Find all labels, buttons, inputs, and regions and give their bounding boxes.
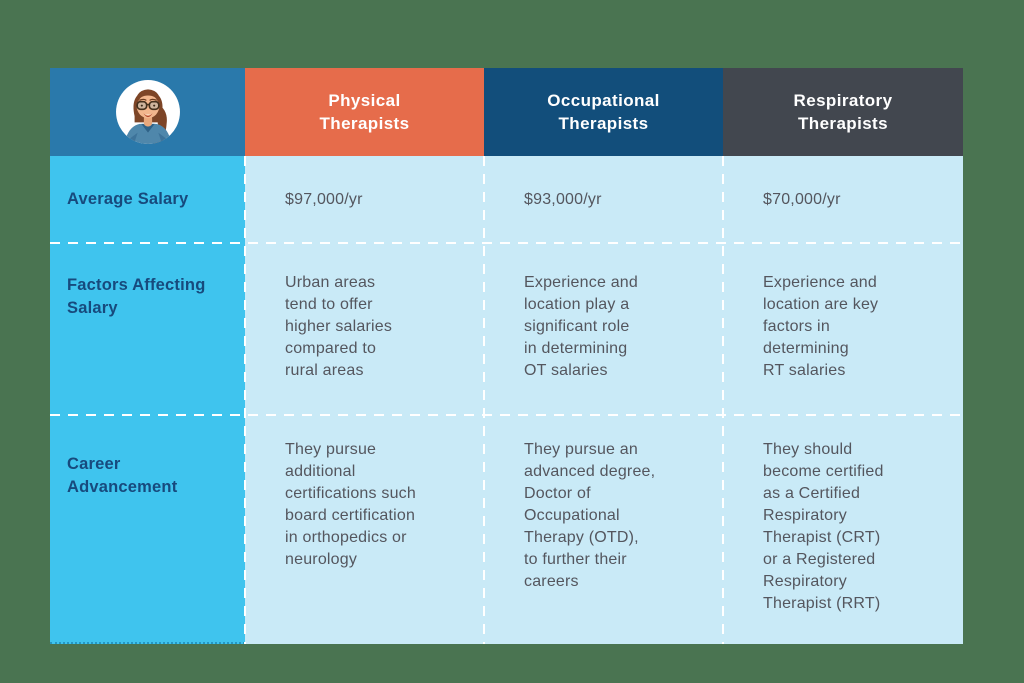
- cell-rt-factors: Experience and location are key factors …: [723, 243, 963, 415]
- cell-ot-factors: Experience and location play a significa…: [484, 243, 723, 415]
- avatar-header-cell: [50, 68, 245, 156]
- cell-rt-career-advancement: They should become certified as a Certif…: [723, 415, 963, 644]
- cell-pt-average-salary: $97,000/yr: [245, 156, 484, 243]
- cell-pt-factors: Urban areas tend to offer higher salarie…: [245, 243, 484, 415]
- header-occupational-therapists: Occupational Therapists: [484, 68, 723, 156]
- header-respiratory-therapists: Respiratory Therapists: [723, 68, 963, 156]
- row-label-average-salary: Average Salary: [50, 156, 245, 243]
- row-label-factors-affecting-salary: Factors Affecting Salary: [50, 243, 245, 415]
- row-label-career-advancement: Career Advancement: [50, 415, 245, 644]
- cell-ot-average-salary: $93,000/yr: [484, 156, 723, 243]
- cell-ot-career-advancement: They pursue an advanced degree, Doctor o…: [484, 415, 723, 644]
- cell-rt-average-salary: $70,000/yr: [723, 156, 963, 243]
- cell-pt-career-advancement: They pursue additional certifications su…: [245, 415, 484, 644]
- comparison-table: Physical Therapists Occupational Therapi…: [50, 68, 963, 644]
- nurse-avatar-icon: [115, 79, 181, 145]
- header-physical-therapists: Physical Therapists: [245, 68, 484, 156]
